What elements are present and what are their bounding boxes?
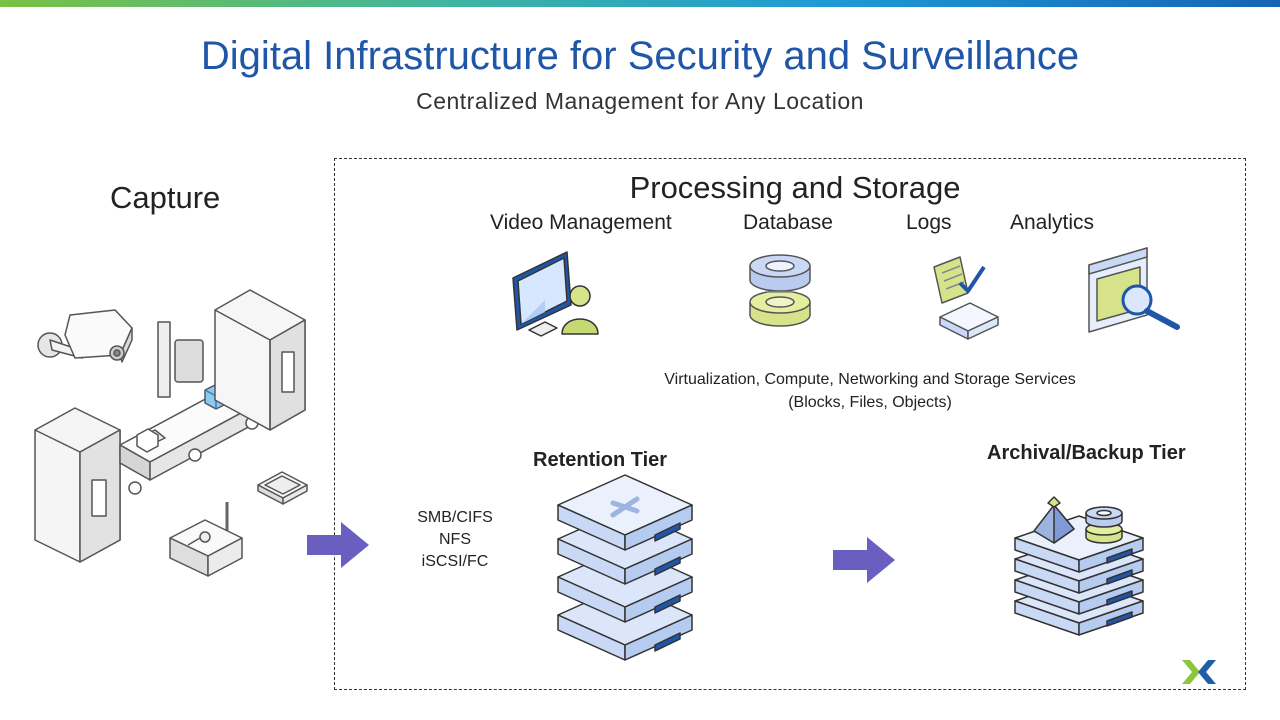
virtualization-text: Virtualization, Compute, Networking and … [570,368,1170,414]
virtualization-line-1: Virtualization, Compute, Networking and … [664,371,1076,388]
retention-server-stack-icon [557,474,693,661]
left-machine-icon [34,407,121,563]
page-subtitle: Centralized Management for Any Location [416,88,864,114]
scanner-gate-icon [214,289,306,431]
page-title: Digital Infrastructure for Security and … [200,34,1080,78]
analytics-icon [1088,247,1180,333]
archival-server-stack-icon [1014,496,1144,636]
router-device-icon [169,502,243,577]
virtualization-line-2: (Blocks, Files, Objects) [788,394,952,411]
database-icon [749,254,811,327]
arrow-retention-to-archival [833,537,895,583]
sensor-pad-icon [257,471,308,505]
protocol-list: SMB/CIFS NFS iSCSI/FC [402,507,508,573]
protocol-iscsi: iSCSI/FC [421,553,489,570]
logs-icon [933,256,999,340]
video-management-icon [512,251,599,337]
processing-title: Processing and Storage [629,170,961,205]
nutanix-logo [1182,660,1216,684]
capture-label: Capture [110,180,221,215]
service-label-database: Database [743,211,833,234]
protocol-nfs: NFS [439,531,471,548]
capture-illustration [34,289,308,577]
service-label-logs: Logs [906,211,952,234]
archival-tier-label: Archival/Backup Tier [987,442,1186,464]
arrow-capture-to-processing [307,522,369,568]
security-camera-icon [37,309,133,363]
top-gradient-bar [0,0,1280,7]
retention-tier-label: Retention Tier [533,449,668,471]
service-label-analytics: Analytics [1010,211,1095,234]
processing-frame [334,158,1246,690]
service-label-video-management: Video Management [490,211,672,234]
protocol-smb: SMB/CIFS [417,509,493,526]
